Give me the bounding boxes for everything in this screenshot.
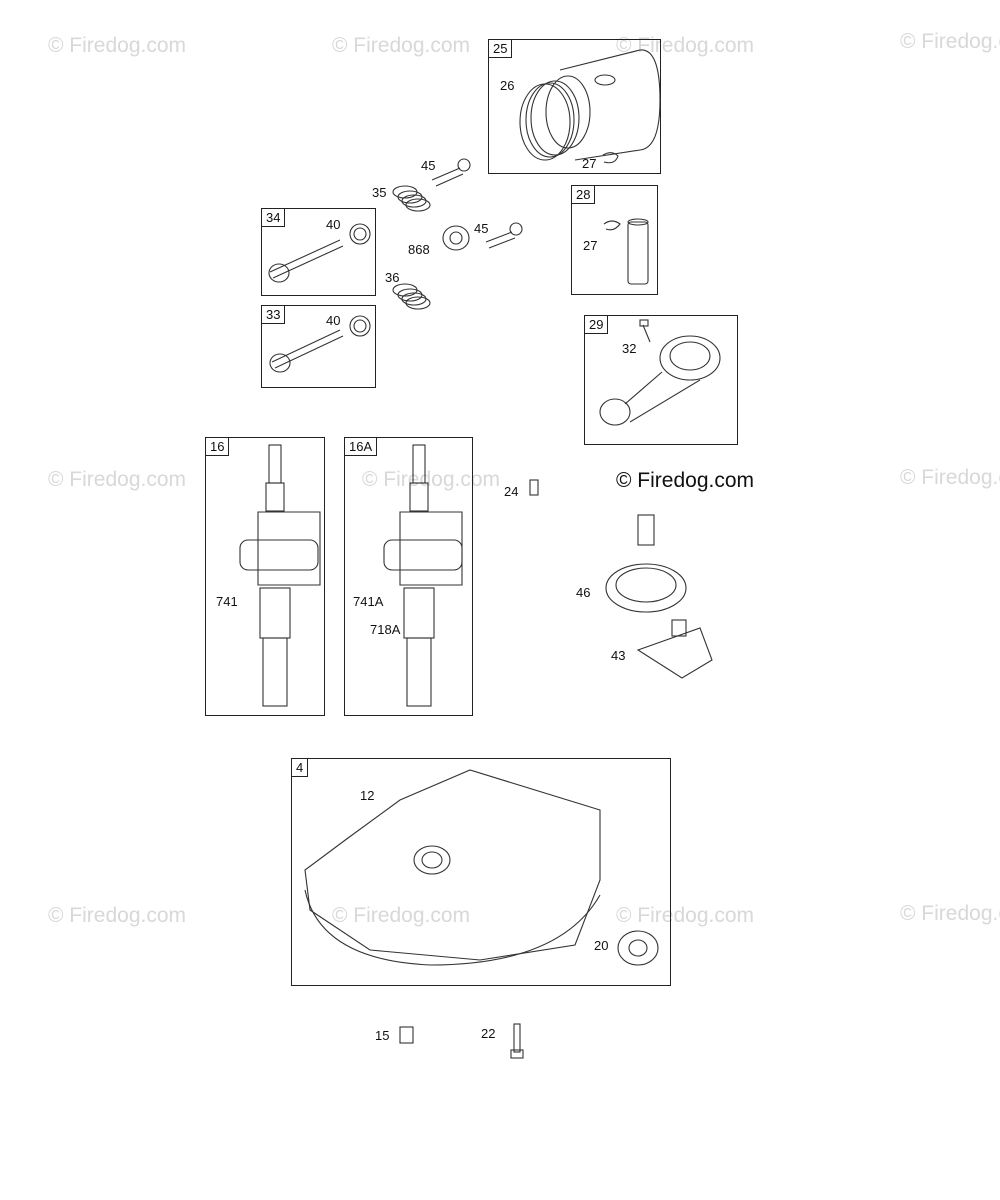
crankcase-sump-illustration [304,769,601,966]
box-number: 4 [291,758,309,777]
box-number: 16 [205,437,230,456]
watermark: © Firedog.com [332,34,471,57]
part-label: 741A [353,594,384,609]
part-label: 12 [360,788,375,803]
box-number: 29 [584,315,609,334]
watermark: © Firedog.com [48,904,187,927]
part-label: 24 [504,484,519,499]
part-label: 20 [594,938,609,953]
box-number: 25 [488,39,513,58]
valve-spring-illustration [392,185,431,212]
part-label: 27 [583,238,598,253]
part-label: 15 [375,1028,390,1043]
part-label: 868 [408,242,430,257]
part-label: 46 [576,585,591,600]
copyright-text: © Firedog.com [616,469,755,492]
part-label: 741 [216,594,238,609]
connecting-rod-illustration [599,335,721,426]
bolt-illustration [510,1023,524,1059]
watermark: © Firedog.com [48,34,187,57]
part-box-crankshaft-alt: 16A [344,437,473,716]
box-number: 16A [344,437,378,456]
exhaust-valve-illustration [268,223,371,283]
part-box-exhaust-valve: 34 [261,208,376,296]
piston-pin-illustration [603,218,649,285]
crankshaft-illustration [239,444,321,707]
part-label: 45 [421,158,436,173]
key-illustration [529,479,539,496]
part-label: 27 [582,156,597,171]
box-number: 33 [261,305,286,324]
watermark: © Firedog.com [48,468,187,491]
governor-illustration [636,619,713,679]
watermark: © Firedog.com [900,466,1000,489]
watermark: © Firedog.com [362,468,501,491]
part-label: 36 [385,270,400,285]
rod-bolt-illustration [639,319,651,343]
part-label: 26 [500,78,515,93]
camshaft-illustration [605,514,687,613]
part-label: 45 [474,221,489,236]
part-box-intake-valve: 33 [261,305,376,388]
part-label: 718A [370,622,401,637]
part-label: 22 [481,1026,496,1041]
watermark: © Firedog.com [332,904,471,927]
part-box-crankshaft: 16 [205,437,325,716]
tappet-illustration [431,158,471,187]
plug-illustration [399,1026,414,1044]
part-box-piston-pin: 28 [571,185,658,295]
part-label: 43 [611,648,626,663]
box-number: 34 [261,208,286,227]
box-number: 28 [571,185,596,204]
piston-illustration [519,49,661,161]
crankshaft-illustration [383,444,463,707]
part-box-crankcase-sump: 4 [291,758,671,986]
part-box-connecting-rod: 29 [584,315,738,445]
part-label: 32 [622,341,637,356]
part-label: 35 [372,185,387,200]
seal-illustration [442,225,470,251]
tappet-illustration [485,222,523,249]
watermark: © Firedog.com [616,904,755,927]
part-label: 40 [326,313,341,328]
part-label: 40 [326,217,341,232]
valve-spring-illustration [392,283,431,310]
piston-clip-illustration [602,152,619,164]
oil-seal-illustration [617,930,659,966]
part-box-piston: 25 [488,39,661,174]
watermark: © Firedog.com [900,30,1000,53]
watermark: © Firedog.com [900,902,1000,925]
intake-valve-illustration [269,315,371,373]
